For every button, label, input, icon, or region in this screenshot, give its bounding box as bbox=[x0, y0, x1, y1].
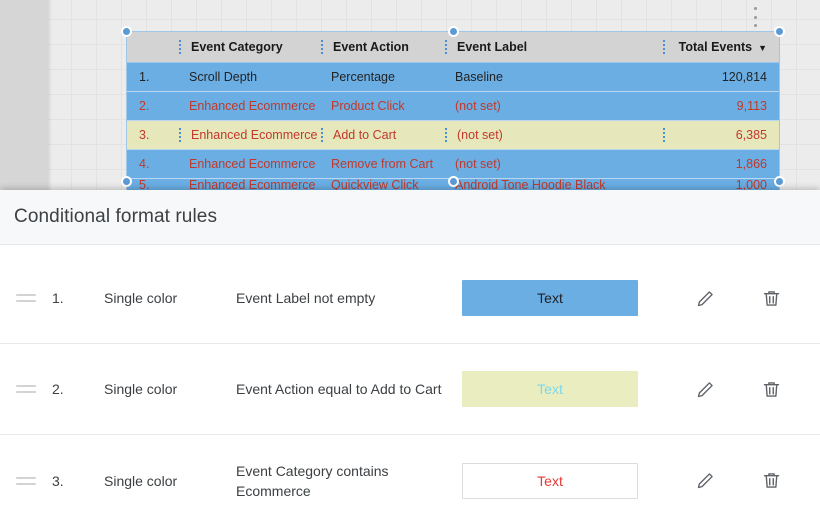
cell-event-category: Enhanced Ecommerce bbox=[189, 179, 316, 192]
cell-event-category: Enhanced Ecommerce bbox=[189, 157, 316, 171]
selection-handle-top-right[interactable] bbox=[774, 26, 785, 37]
cell-event-category: Scroll Depth bbox=[189, 70, 258, 84]
pencil-icon[interactable] bbox=[692, 285, 718, 311]
rule-preview: Text bbox=[462, 371, 672, 407]
cell-index: 2. bbox=[139, 99, 150, 113]
cell-total-events: 9,113 bbox=[736, 99, 767, 113]
format-preview-swatch[interactable]: Text bbox=[462, 280, 638, 316]
cell-index: 3. bbox=[139, 128, 150, 142]
dialog-header: Conditional format rules bbox=[0, 190, 820, 245]
drag-handle-icon[interactable] bbox=[0, 294, 52, 302]
table-row[interactable]: 3. Enhanced Ecommerce Add to Cart (not s… bbox=[127, 121, 779, 150]
pencil-icon[interactable] bbox=[692, 468, 718, 494]
format-preview-swatch[interactable]: Text bbox=[462, 462, 638, 499]
cell-event-action: Add to Cart bbox=[321, 128, 445, 142]
canvas-rail-shadow bbox=[48, 0, 52, 195]
column-header-total-events[interactable]: Total Events ▼ bbox=[663, 40, 779, 54]
rule-type: Single color bbox=[104, 472, 178, 489]
cell-event-label: (not set) bbox=[445, 128, 663, 142]
rule-actions bbox=[672, 285, 806, 311]
cell-event-category: Enhanced Ecommerce bbox=[189, 99, 316, 113]
cell-event-label: (not set) bbox=[455, 157, 501, 171]
selection-handle-top-left[interactable] bbox=[121, 26, 132, 37]
trash-icon[interactable] bbox=[758, 376, 784, 402]
rule-preview: Text bbox=[462, 462, 672, 499]
cell-index: 5. bbox=[139, 179, 150, 192]
table-header-row: Event Category Event Action Event Label … bbox=[127, 32, 779, 63]
rule-actions bbox=[672, 468, 806, 494]
column-header-event-action[interactable]: Event Action bbox=[321, 40, 445, 54]
cell-event-category: Enhanced Ecommerce bbox=[179, 128, 321, 142]
column-header-event-category[interactable]: Event Category bbox=[179, 40, 321, 54]
rule-type: Single color bbox=[104, 290, 178, 306]
rule-index: 1. bbox=[52, 290, 64, 306]
cell-event-label: (not set) bbox=[455, 99, 501, 113]
canvas-left-rail bbox=[0, 0, 48, 195]
sort-descending-icon[interactable]: ▼ bbox=[758, 42, 767, 53]
selection-handle-bottom-left[interactable] bbox=[121, 176, 132, 187]
drag-handle-icon[interactable] bbox=[0, 385, 52, 393]
cell-total-events: 1,000 bbox=[735, 179, 767, 192]
column-header-event-label[interactable]: Event Label bbox=[445, 40, 663, 54]
cell-event-action: Percentage bbox=[331, 70, 395, 84]
rule-type: Single color bbox=[104, 381, 178, 397]
cell-index: 4. bbox=[139, 157, 150, 171]
trash-icon[interactable] bbox=[758, 468, 784, 494]
rule-index: 3. bbox=[52, 472, 64, 489]
table-row[interactable]: 1. Scroll Depth Percentage Baseline 120,… bbox=[127, 63, 779, 92]
pencil-icon[interactable] bbox=[692, 376, 718, 402]
list-item[interactable]: 1. Single color Event Label not empty Te… bbox=[0, 253, 820, 344]
rule-index: 2. bbox=[52, 381, 64, 397]
cell-total-events: 120,814 bbox=[721, 70, 767, 84]
list-item[interactable]: 3. Single color Event Category contains … bbox=[0, 435, 820, 524]
cell-event-action: Remove from Cart bbox=[331, 157, 434, 171]
rule-condition: Event Label not empty bbox=[236, 290, 376, 306]
rule-actions bbox=[672, 376, 806, 402]
report-table[interactable]: Event Category Event Action Event Label … bbox=[126, 31, 780, 194]
page-title: Conditional format rules bbox=[14, 206, 218, 227]
rule-preview: Text bbox=[462, 280, 672, 316]
list-item[interactable]: 2. Single color Event Action equal to Ad… bbox=[0, 344, 820, 435]
selection-handle-top-center[interactable] bbox=[448, 26, 459, 37]
cell-total-events: 1,866 bbox=[735, 157, 767, 171]
table-row[interactable]: 2. Enhanced Ecommerce Product Click (not… bbox=[127, 92, 779, 121]
cell-event-action: Product Click bbox=[331, 99, 405, 113]
more-vert-icon[interactable] bbox=[748, 6, 762, 28]
cell-index: 1. bbox=[139, 70, 150, 84]
conditional-format-rules-dialog: Conditional format rules 1. Single color… bbox=[0, 190, 820, 524]
format-preview-swatch[interactable]: Text bbox=[462, 371, 638, 407]
selection-handle-bottom-center[interactable] bbox=[448, 176, 459, 187]
cell-event-action: Quickview Click bbox=[331, 179, 419, 192]
cell-total-events: 6,385 bbox=[663, 128, 779, 142]
drag-handle-icon[interactable] bbox=[0, 476, 52, 485]
table-row[interactable]: 4. Enhanced Ecommerce Remove from Cart (… bbox=[127, 150, 779, 179]
rules-list: 1. Single color Event Label not empty Te… bbox=[0, 245, 820, 524]
rule-condition: Event Category contains Ecommerce bbox=[236, 462, 389, 499]
rule-condition: Event Action equal to Add to Cart bbox=[236, 381, 442, 397]
cell-event-label: Android Tone Hoodie Black bbox=[455, 179, 606, 192]
column-header-total-events-label: Total Events bbox=[678, 40, 753, 54]
selection-handle-bottom-right[interactable] bbox=[774, 176, 785, 187]
trash-icon[interactable] bbox=[758, 285, 784, 311]
cell-event-label: Baseline bbox=[455, 70, 503, 84]
